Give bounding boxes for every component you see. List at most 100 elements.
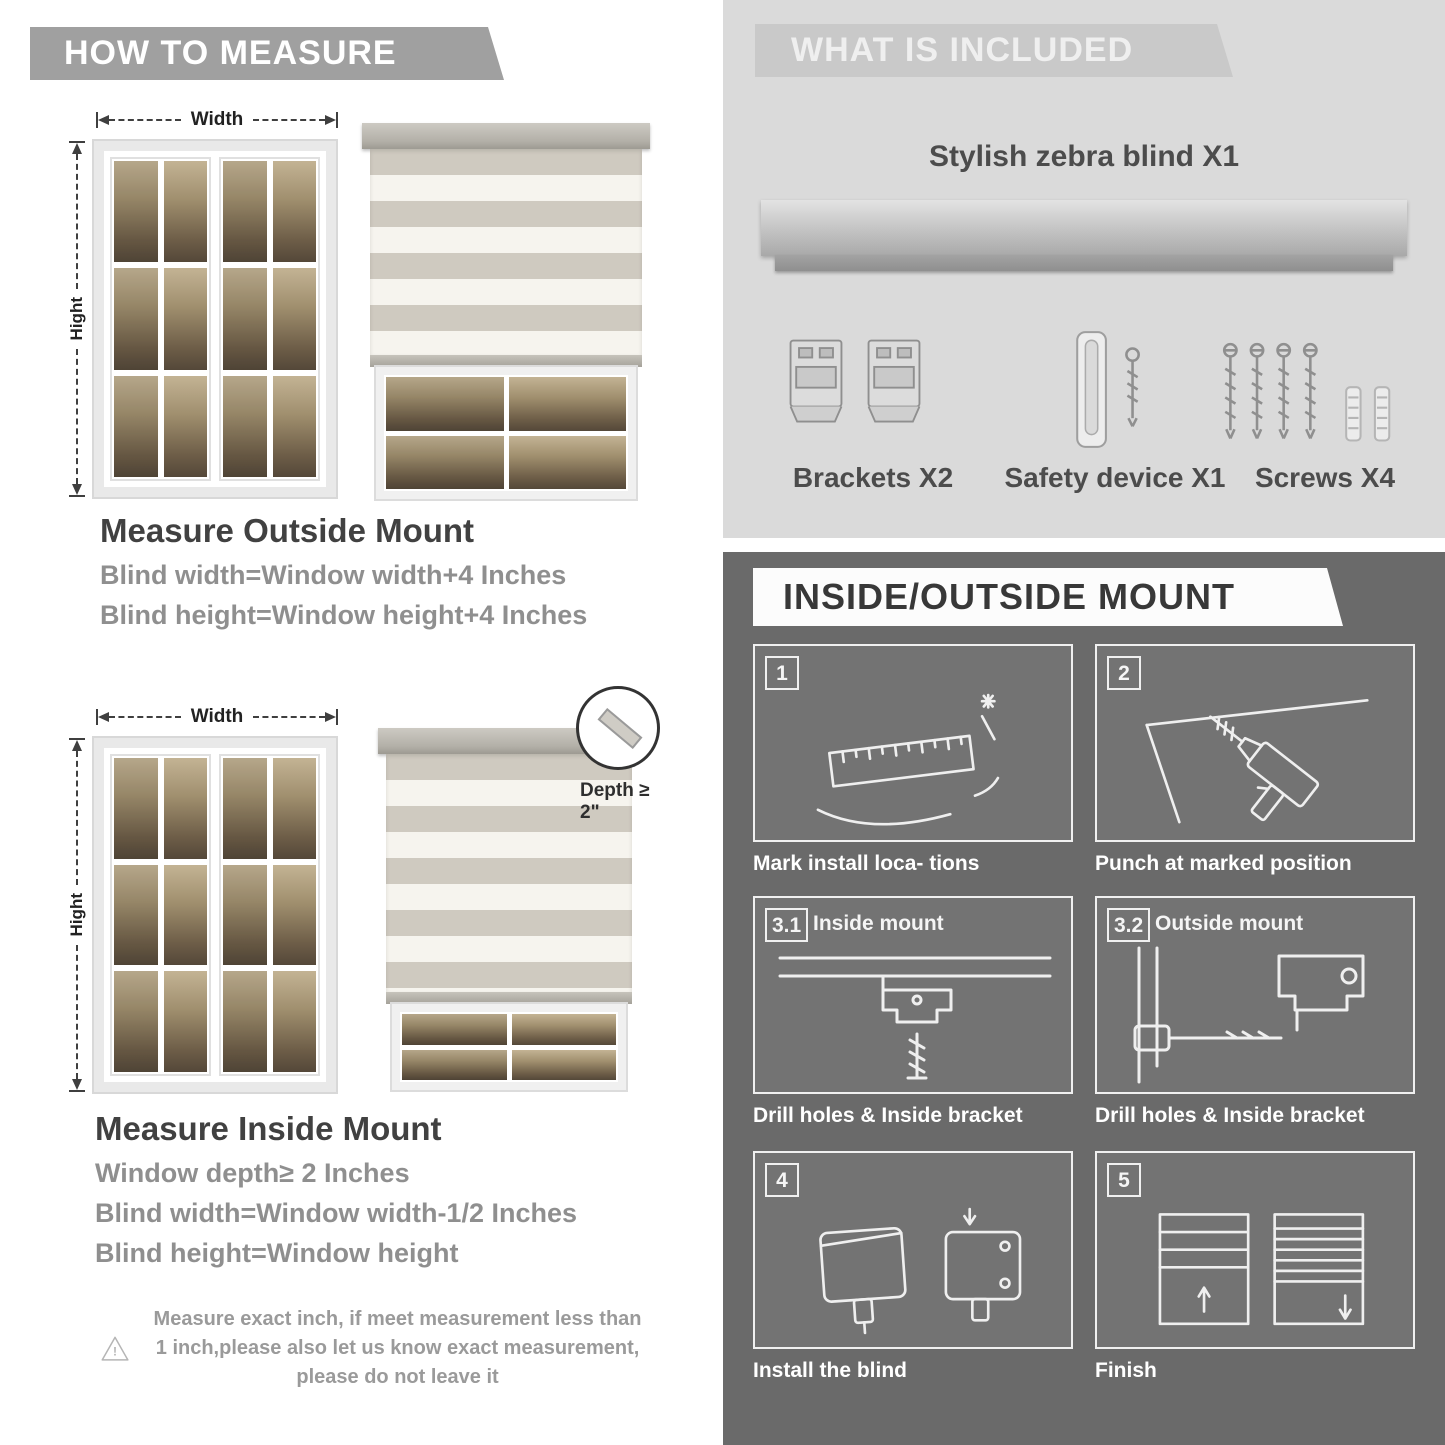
window-illustration [94, 141, 336, 497]
window-pane [223, 971, 267, 1072]
screws-and-anchors-icon [1222, 342, 1391, 442]
window-behind-blind [376, 367, 636, 499]
window-pane [386, 377, 504, 431]
step-4-box: 4 [753, 1151, 1073, 1349]
arrow-right-icon [325, 115, 336, 125]
window-pane [272, 375, 316, 477]
inside-mount-rule-1: Window depth≥ 2 Inches [95, 1158, 410, 1188]
drill-illustration [1145, 699, 1369, 824]
arrow-dash [253, 119, 325, 121]
window-pane [114, 161, 158, 263]
window-pane [272, 971, 316, 1072]
window-pane [272, 864, 316, 966]
step-3-1: 3.1 Inside mount Drill holes & Inside br… [753, 896, 1073, 1128]
arrow-left-icon [98, 115, 109, 125]
step-3-2-caption: Drill holes & Inside bracket [1095, 1104, 1365, 1127]
safety-device-illustration [1055, 328, 1165, 453]
height-label: Hight [67, 893, 86, 937]
bracket-icon [867, 339, 921, 423]
window-sash [219, 157, 320, 481]
step-1-caption: Mark install loca- tions [753, 852, 980, 875]
height-arrow: Hight [67, 141, 86, 497]
window-pane [402, 1049, 507, 1080]
step-2-box: 2 [1095, 644, 1415, 842]
window-pane [163, 268, 207, 370]
window-pane [114, 864, 158, 966]
mark-location-illustration [816, 693, 1000, 826]
window-pane [223, 268, 267, 370]
step-5-box: 5 [1095, 1151, 1415, 1349]
inside-mount-figure: Width Hight [60, 686, 660, 1095]
blind-headrail-illustration [761, 200, 1407, 271]
step-3-2: 3.2 Outside mount Drill holes & In [1095, 896, 1415, 1128]
zebra-blind-illustration [378, 728, 640, 1090]
arrow-dash [109, 716, 181, 718]
step-3-2-number: 3.2 [1107, 908, 1151, 942]
arrow-dash [76, 751, 78, 886]
window-behind-blind [392, 1004, 626, 1090]
what-is-included-header: WHAT IS INCLUDED [755, 24, 1233, 77]
mount-header: INSIDE/OUTSIDE MOUNT [753, 568, 1343, 626]
blind-stripes [386, 754, 632, 992]
arrow-dash [76, 154, 78, 290]
window-pane [114, 375, 158, 477]
step-2-caption: Punch at marked position [1095, 852, 1352, 875]
included-parts-row [723, 320, 1445, 455]
window-pane [223, 161, 267, 263]
width-arrow: Width [96, 109, 338, 131]
step-4-caption: Install the blind [753, 1359, 908, 1382]
arrow-tick [96, 709, 98, 725]
finished-blinds-illustration [1158, 1213, 1365, 1326]
step-5-number: 5 [1107, 1163, 1141, 1197]
how-to-measure-section: HOW TO MEASURE Width Hight [0, 0, 710, 1445]
inside-mount-title: Measure Inside Mount [95, 1110, 442, 1147]
window-pane [223, 758, 267, 859]
window-illustration [94, 738, 336, 1092]
brackets-label: Brackets X2 [792, 462, 954, 493]
step-5-caption: Finish [1095, 1359, 1157, 1382]
depth-magnifier-circle [576, 686, 660, 770]
what-is-included-section: WHAT IS INCLUDED Stylish zebra blind X1 [723, 0, 1445, 538]
outside-bracket-illustration [1133, 946, 1365, 1084]
screws-label: Screws X4 [1254, 462, 1396, 493]
how-to-measure-header: HOW TO MEASURE [30, 27, 504, 80]
arrow-dash [76, 348, 78, 484]
window-pane [114, 268, 158, 370]
window-sash [110, 157, 211, 481]
how-to-measure-title: HOW TO MEASURE [64, 34, 397, 72]
arrow-tick [69, 738, 85, 740]
step-5: 5 Finish [1095, 1151, 1415, 1383]
outside-mount-rule-1: Blind width=Window width+4 Inches [100, 560, 567, 590]
window-pane [223, 864, 267, 966]
safety-device-icon [1076, 331, 1140, 448]
mount-title: INSIDE/OUTSIDE MOUNT [783, 576, 1236, 617]
included-blind-label: Stylish zebra blind X1 [928, 140, 1240, 173]
measurement-warning: ! Measure exact inch, if meet measuremen… [100, 1305, 645, 1392]
window-pane [163, 758, 207, 859]
arrow-tick [69, 141, 85, 143]
arrow-tick [336, 112, 338, 128]
arrow-left-icon [98, 712, 109, 722]
window-pane [508, 435, 626, 489]
window-pane [114, 971, 158, 1072]
width-label: Width [190, 706, 244, 727]
window-pane [163, 971, 207, 1072]
step-1-number: 1 [765, 656, 799, 690]
height-label: Hight [67, 297, 86, 341]
brackets-illustration [783, 334, 927, 430]
arrow-tick [96, 112, 98, 128]
window-pane [511, 1049, 616, 1080]
arrow-tick [69, 495, 85, 497]
step-3-1-title: Inside mount [813, 912, 944, 935]
window-pane [272, 268, 316, 370]
window-pane [163, 864, 207, 966]
width-arrow: Width [96, 706, 338, 728]
step-3-2-box: 3.2 Outside mount [1095, 896, 1415, 1094]
cassette-corner-detail [597, 707, 643, 750]
window-pane [223, 375, 267, 477]
headrail-lip [775, 255, 1393, 271]
window-sash [110, 754, 211, 1076]
window-pane [272, 161, 316, 263]
arrow-tick [69, 1090, 85, 1092]
